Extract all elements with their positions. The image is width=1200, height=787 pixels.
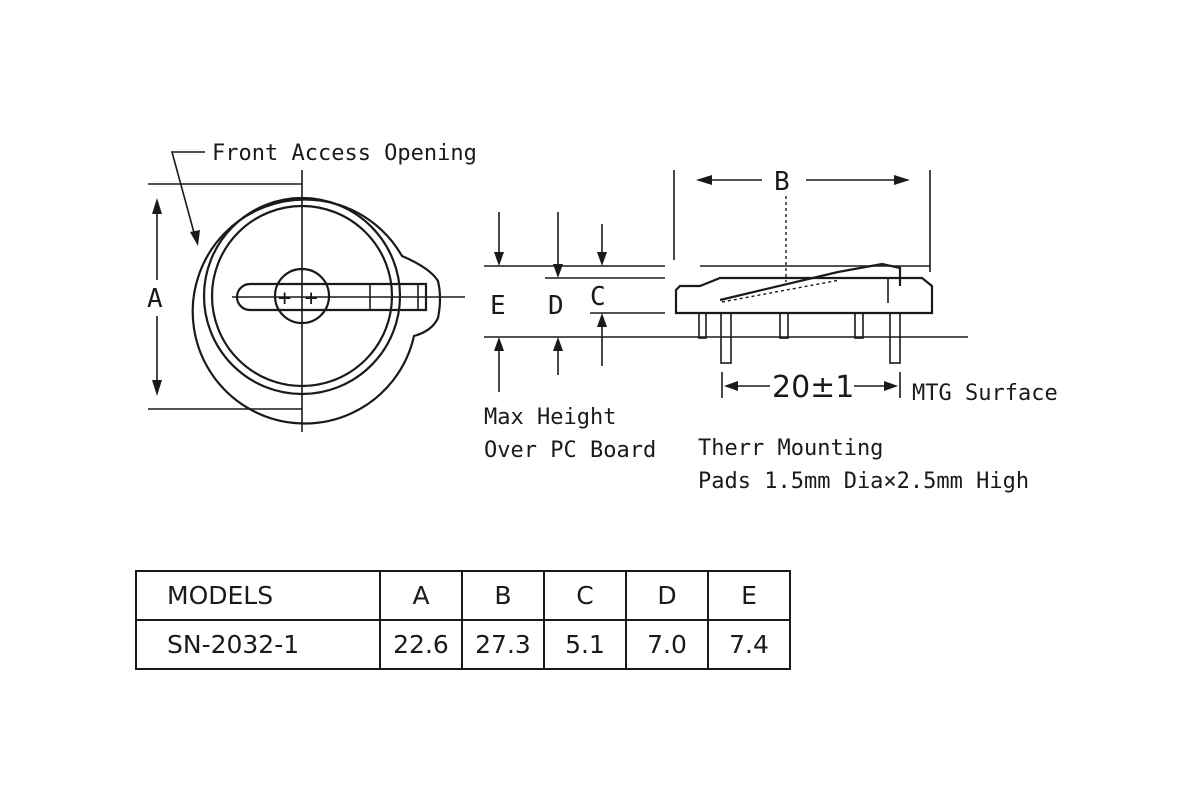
header-c: C — [543, 570, 627, 621]
b-arrow-left — [696, 175, 712, 185]
pitch-label: 20±1 — [772, 370, 854, 405]
pitch-arrow-right — [884, 381, 898, 391]
plus-marks: + + — [278, 286, 318, 311]
cell-edge-dash — [721, 279, 841, 303]
cell-e: 7.4 — [707, 619, 791, 670]
cell-b: 27.3 — [461, 619, 545, 670]
front-access-leader — [170, 151, 205, 241]
pad-1 — [698, 312, 707, 339]
pin-right — [889, 312, 901, 364]
pitch-arrow-left — [724, 381, 738, 391]
side-view: E D C Max Height Over PC Board B — [484, 167, 1058, 494]
header-d: D — [625, 570, 709, 621]
a-arrow-up — [152, 198, 162, 214]
header-b: B — [461, 570, 545, 621]
holder-outline — [191, 198, 442, 425]
dim-d-label: D — [548, 291, 564, 321]
header-e: E — [707, 570, 791, 621]
pad-3 — [854, 312, 864, 339]
pin-left — [720, 312, 732, 364]
dim-e-label: E — [490, 291, 506, 321]
d-arrow-bottom — [553, 337, 563, 351]
e-arrow-bottom — [494, 337, 504, 351]
header-a: A — [379, 570, 463, 621]
cell-c: 5.1 — [543, 619, 627, 670]
mtg-surface-label: MTG Surface — [912, 381, 1058, 406]
dim-a-label: A — [147, 284, 163, 314]
table-row: SN-2032-1 22.6 27.3 5.1 7.0 7.4 — [135, 619, 791, 670]
leader-arrow — [190, 230, 200, 246]
cell-top — [719, 262, 902, 302]
dimensions-table: MODELS A B C D E SN-2032-1 22.6 27.3 5.1… — [135, 570, 791, 670]
max-height-line1: Max Height — [484, 405, 616, 430]
contact-strip — [235, 282, 428, 312]
max-height-line2: Over PC Board — [484, 438, 656, 463]
pad-2 — [779, 312, 789, 339]
cell-d: 7.0 — [625, 619, 709, 670]
c-arrow-top — [597, 252, 607, 266]
a-arrow-down — [152, 380, 162, 396]
top-view: + + A Front Access Opening — [147, 141, 477, 432]
front-access-label: Front Access Opening — [212, 141, 477, 166]
header-models: MODELS — [135, 570, 381, 621]
dim-c-label: C — [590, 282, 606, 312]
d-arrow-top — [553, 264, 563, 278]
cell-model: SN-2032-1 — [135, 619, 381, 670]
mounting-line1: Therr Mounting — [698, 436, 883, 461]
b-arrow-right — [894, 175, 910, 185]
c-arrow-bottom — [597, 313, 607, 327]
table-header-row: MODELS A B C D E — [135, 570, 791, 621]
e-arrow-top — [494, 252, 504, 266]
cell-a: 22.6 — [379, 619, 463, 670]
holder-body — [674, 276, 934, 315]
dim-b-label: B — [774, 167, 790, 197]
mounting-line2: Pads 1.5mm Dia×2.5mm High — [698, 469, 1029, 494]
